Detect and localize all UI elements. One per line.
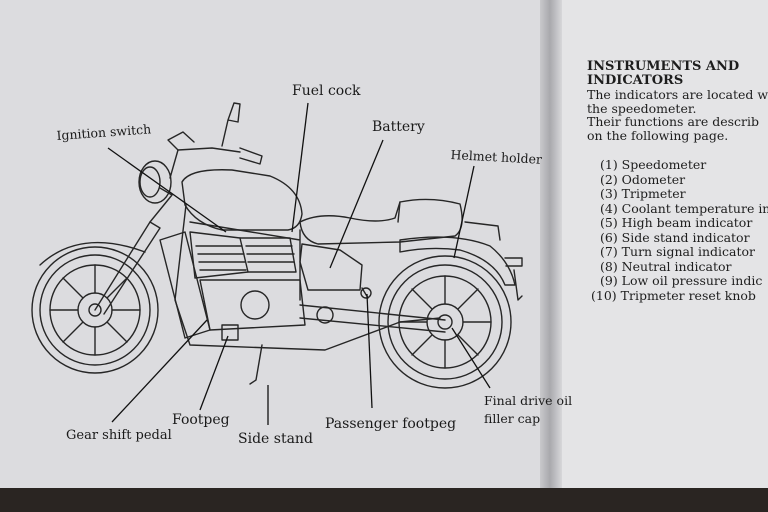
label-footpeg: Footpeg (172, 412, 230, 428)
exhaust (159, 231, 211, 339)
indicator-item: (3) Tripmeter (600, 186, 686, 201)
leader-ignition-switch (107, 147, 227, 233)
front-fork (94, 221, 161, 315)
leader-gear-shift (111, 319, 208, 423)
indicator-item: (1) Speedometer (600, 157, 707, 172)
intro-line-3: Their functions are describ (587, 114, 760, 129)
indicator-item: (8) Neutral indicator (600, 258, 732, 274)
headlight (138, 160, 172, 204)
sissy-bar (464, 221, 501, 241)
rear-wheel (378, 255, 512, 389)
left-page (0, 0, 560, 512)
book-gutter (540, 0, 562, 512)
mirror (221, 102, 241, 147)
motorcycle-drawing (31, 102, 523, 389)
leader-battery (329, 139, 384, 269)
right-page (548, 0, 768, 512)
fuel-tank (181, 169, 303, 231)
leader-lines (107, 102, 491, 425)
label-fuel-cock: Fuel cock (292, 83, 361, 99)
indicator-item: (5) High beam indicator (600, 215, 753, 230)
leader-helmet-holder (453, 165, 475, 259)
indicator-item: (7) Turn signal indicator (600, 244, 755, 259)
rear-fender (399, 236, 516, 286)
indicator-item: (4) Coolant temperature in (600, 200, 768, 216)
side-stand-drawing (249, 344, 263, 385)
right-page-content: INSTRUMENTS AND INDICATORS The indicator… (587, 60, 768, 303)
label-final-drive-line1: Final drive oil (484, 393, 573, 408)
leader-passenger-footpeg (366, 293, 373, 409)
indicator-item: (2) Odometer (600, 171, 686, 187)
footpeg-drawing (221, 324, 239, 341)
swing-arm (299, 304, 446, 333)
label-gear-shift-pedal: Gear shift pedal (66, 428, 172, 443)
intro-line-2: the speedometer. (587, 100, 697, 116)
indicator-item: (9) Low oil pressure indic (600, 273, 763, 288)
label-side-stand: Side stand (238, 431, 313, 447)
leader-fuel-cock (291, 102, 309, 233)
handlebar (169, 147, 263, 179)
engine (189, 231, 334, 331)
section-title: INSTRUMENTS AND INDICATORS (587, 60, 740, 88)
indicator-list: (1) Speedometer (2) Odometer (3) Tripmet… (587, 157, 768, 303)
label-passenger-footpeg: Passenger footpeg (325, 416, 457, 432)
seat (299, 198, 463, 245)
front-fender (39, 241, 146, 266)
intro-line-4: on the following page. (587, 127, 729, 143)
label-final-drive-line2: filler cap (484, 411, 541, 426)
table-surface (0, 488, 768, 512)
leader-footpeg (199, 335, 229, 411)
label-battery: Battery (372, 119, 425, 135)
leader-final-drive (451, 327, 491, 389)
intro-line-1: The indicators are located wi (587, 87, 768, 102)
front-wheel (31, 246, 159, 374)
indicator-item: (6) Side stand indicator (600, 229, 750, 245)
tail-light (504, 257, 523, 267)
indicator-item: (10) Tripmeter reset knob (591, 287, 756, 303)
